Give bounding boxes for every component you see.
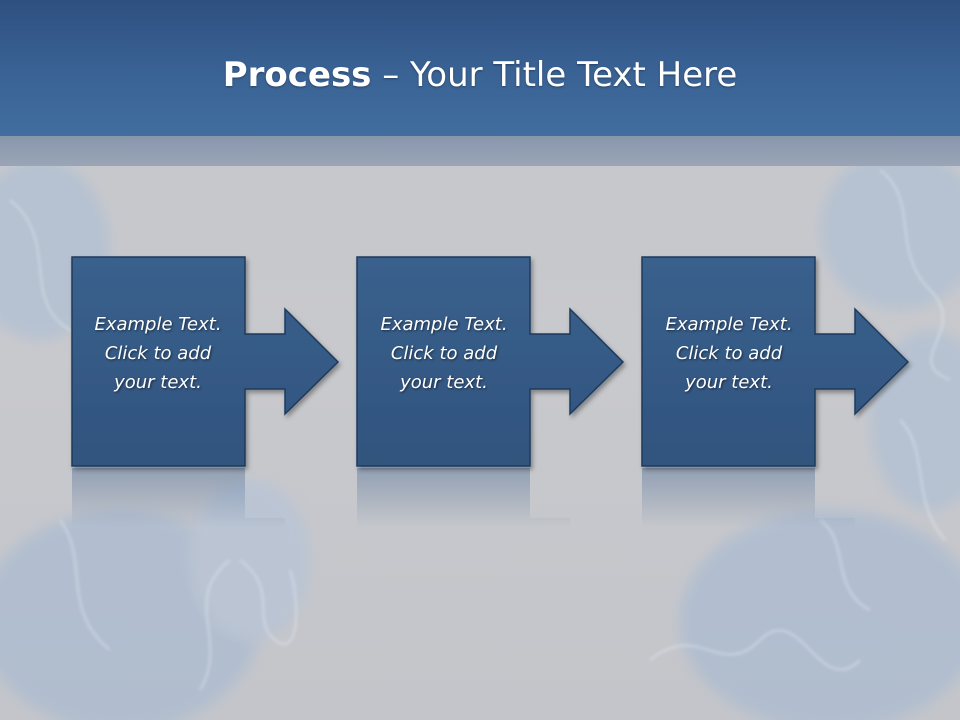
step-2-arrow-shape bbox=[356, 256, 625, 467]
step-1-line-2: Click to add bbox=[104, 343, 212, 364]
subheader-band bbox=[0, 136, 960, 166]
step-2-line-3: your text. bbox=[400, 372, 488, 393]
header-band bbox=[0, 0, 960, 136]
step-3-line-1: Example Text. bbox=[665, 314, 793, 335]
step-1-line-3: your text. bbox=[114, 372, 202, 393]
step-1-line-1: Example Text. bbox=[94, 314, 222, 335]
step-3-reflection bbox=[642, 468, 855, 528]
step-3-arrow-shape bbox=[641, 256, 910, 467]
step-2-reflection bbox=[357, 468, 570, 528]
title-rest: – Your Title Text Here bbox=[371, 55, 738, 95]
slide-title[interactable]: Process – Your Title Text Here bbox=[0, 52, 960, 98]
title-bold: Process bbox=[222, 55, 372, 95]
step-2[interactable] bbox=[356, 256, 625, 528]
step-1-reflection bbox=[72, 468, 285, 528]
step-3[interactable] bbox=[641, 256, 910, 528]
step-1-text[interactable]: Example Text. Click to add your text. bbox=[72, 310, 244, 397]
step-2-line-1: Example Text. bbox=[380, 314, 508, 335]
step-3-line-2: Click to add bbox=[675, 343, 783, 364]
step-2-text[interactable]: Example Text. Click to add your text. bbox=[358, 310, 530, 397]
step-1[interactable] bbox=[71, 256, 340, 528]
step-2-line-2: Click to add bbox=[390, 343, 498, 364]
step-1-arrow-shape bbox=[71, 256, 340, 467]
step-3-line-3: your text. bbox=[685, 372, 773, 393]
step-3-text[interactable]: Example Text. Click to add your text. bbox=[643, 310, 815, 397]
